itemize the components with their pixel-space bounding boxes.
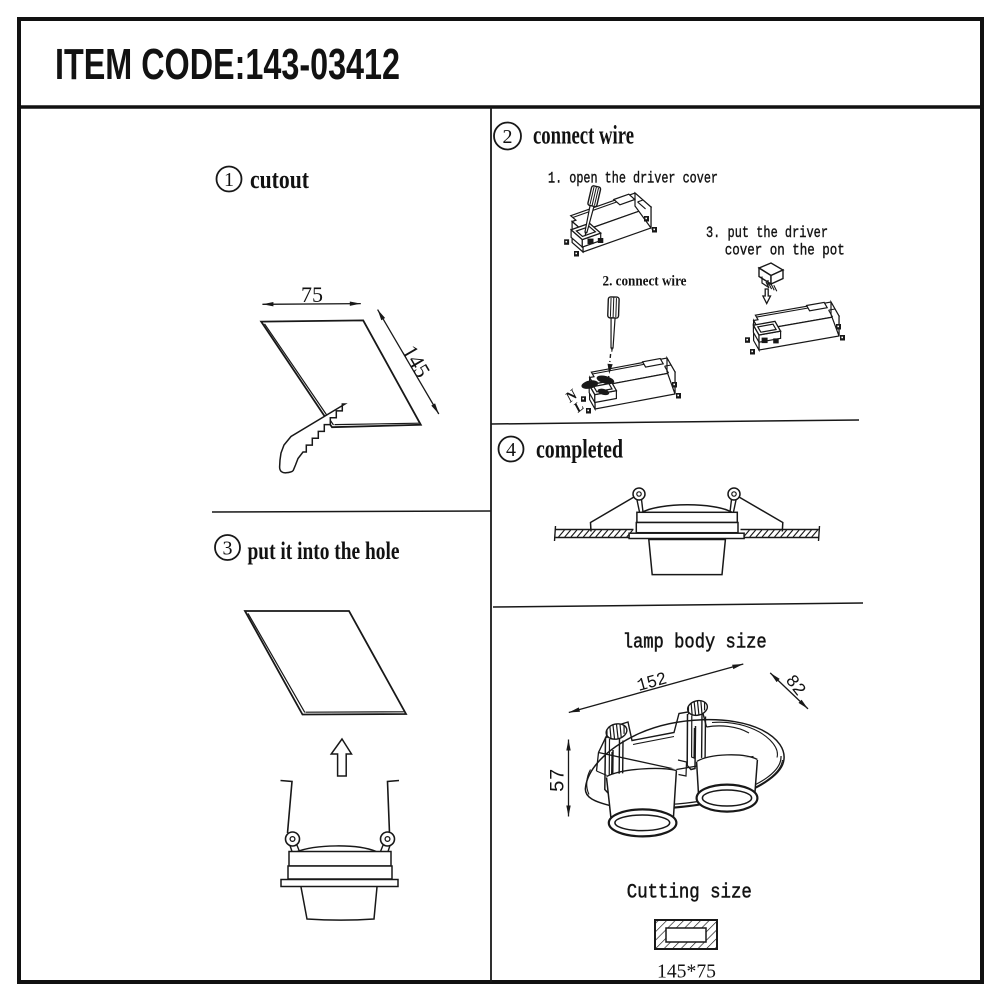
svg-text:145*75: 145*75 <box>657 961 716 983</box>
svg-text:lamp body size: lamp body size <box>623 632 767 655</box>
svg-text:57: 57 <box>548 768 571 792</box>
svg-text:cutout: cutout <box>250 165 309 194</box>
svg-text:75: 75 <box>301 282 323 307</box>
svg-text:1. open the driver cover: 1. open the driver cover <box>548 170 718 188</box>
svg-text:2. connect wire: 2. connect wire <box>603 274 687 290</box>
svg-text:completed: completed <box>536 435 623 464</box>
svg-text:4: 4 <box>506 439 516 461</box>
svg-text:3. put the driver: 3. put the driver <box>706 224 828 242</box>
svg-text:1: 1 <box>224 169 234 191</box>
svg-text:2: 2 <box>503 126 513 148</box>
svg-text:3: 3 <box>223 538 233 560</box>
svg-text:ITEM CODE:143-03412: ITEM CODE:143-03412 <box>55 40 400 89</box>
svg-text:Cutting size: Cutting size <box>627 881 752 904</box>
svg-text:put it into the hole: put it into the hole <box>248 538 400 565</box>
svg-text:cover on the pot: cover on the pot <box>725 242 845 260</box>
svg-text:connect wire: connect wire <box>533 121 634 150</box>
